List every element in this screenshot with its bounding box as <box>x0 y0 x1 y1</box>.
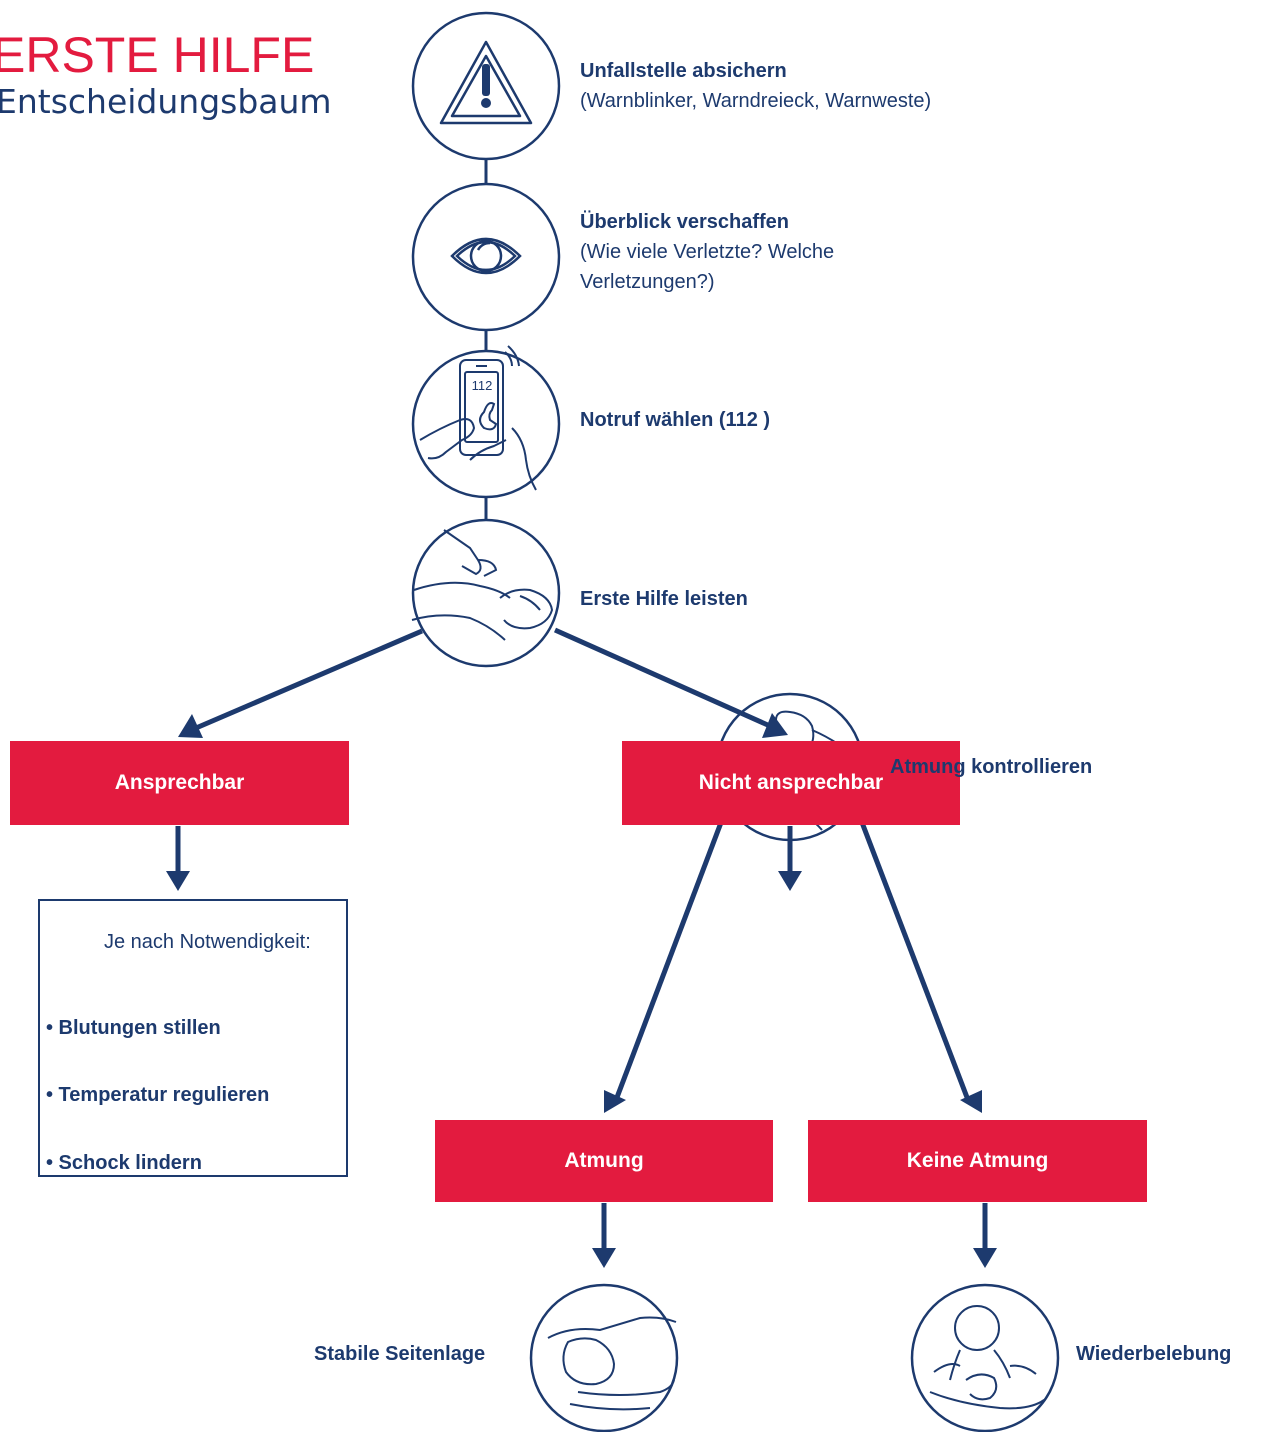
warning-triangle-icon <box>439 40 533 125</box>
step-call-title: Notruf wählen (112 ) <box>580 409 771 431</box>
decision-nicht-ansprechbar: Nicht ansprechbar <box>622 741 960 825</box>
page-subtitle: Entscheidungsbaum <box>0 82 332 121</box>
care-list-intro: Je nach Notwendigkeit: <box>104 931 311 953</box>
recovery-position-label: Stabile Seitenlage <box>314 1343 486 1365</box>
arrow-to-cpr <box>973 1203 997 1268</box>
check-breathing-label: Atmung kontrollieren <box>890 756 1093 778</box>
decision-keine-atmung: Keine Atmung <box>808 1120 1147 1202</box>
step-overview: Überblick verschaffen (Wie viele Verletz… <box>580 207 834 297</box>
step-overview-detail-1: (Wie viele Verletzte? Welche <box>580 241 835 263</box>
eye-icon <box>450 237 522 275</box>
page-title: ERSTE HILFE <box>0 27 315 83</box>
cpr-icon <box>929 1305 1045 1410</box>
phone-number: 112 <box>472 378 493 393</box>
care-item-bleeding: • Blutungen stillen <box>46 1017 221 1039</box>
step-secure-detail: (Warnblinker, Warndreieck, Warnweste) <box>580 90 932 112</box>
arrow-to-nicht-ansprechbar <box>553 627 788 738</box>
arrow-to-ansprechbar <box>178 628 423 738</box>
arrow-to-care-list <box>166 826 190 891</box>
step-circle-firstaid <box>411 518 561 668</box>
cpr-label: Wiederbelebung <box>1076 1343 1232 1365</box>
step-overview-detail-2: Verletzungen?) <box>580 271 715 293</box>
arrow-to-atmung <box>604 811 728 1113</box>
arrow-to-keine-atmung <box>855 811 982 1113</box>
step-overview-title: Überblick verschaffen <box>580 211 789 233</box>
step-first-aid: Erste Hilfe leisten <box>580 584 748 614</box>
step-emergency-call: Notruf wählen (112 ) <box>580 405 770 435</box>
care-item-temperature: • Temperatur regulieren <box>46 1084 270 1106</box>
step-secure-scene: Unfallstelle absichern (Warnblinker, War… <box>580 56 931 116</box>
cpr-circle <box>910 1283 1060 1432</box>
step-circle-call <box>411 349 561 499</box>
care-list-box: Je nach Notwendigkeit: • Blutungen still… <box>38 899 348 1177</box>
phone-call-icon: 112 <box>419 345 537 491</box>
decision-atmung: Atmung <box>435 1120 773 1202</box>
arrow-to-check-breathing <box>778 826 802 891</box>
recovery-position-icon <box>547 1316 677 1411</box>
step-circle-overview <box>411 182 561 332</box>
care-item-shock: • Schock lindern <box>46 1152 202 1174</box>
first-aid-hand-icon <box>411 529 554 641</box>
decision-ansprechbar: Ansprechbar <box>10 741 349 825</box>
arrow-to-recovery <box>592 1203 616 1268</box>
step-firstaid-title: Erste Hilfe leisten <box>580 588 748 610</box>
step-secure-title: Unfallstelle absichern <box>580 60 787 82</box>
